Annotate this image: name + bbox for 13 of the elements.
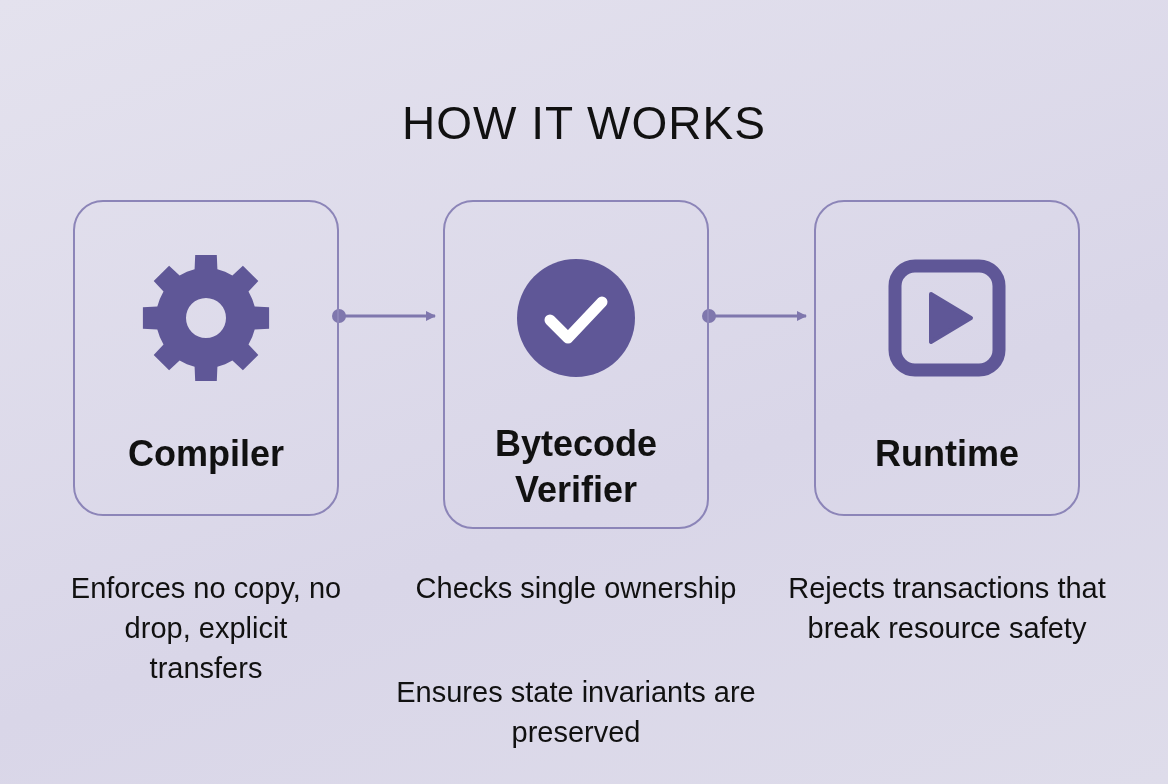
process-box	[814, 200, 1080, 516]
description-text: Checks single ownership	[414, 571, 738, 606]
description-text: Ensures state invariants are preserved	[395, 675, 757, 750]
process-box	[443, 200, 709, 529]
description-text: Enforces no copy, no drop, explicit transfers	[69, 571, 343, 686]
node-label: Compiler	[127, 432, 285, 476]
node-label: Bytecode Verifier	[493, 422, 659, 512]
arrow	[332, 309, 436, 323]
description-text: Rejects transactions that break resource safety	[787, 571, 1107, 646]
arrow	[702, 309, 807, 323]
node-label: Runtime	[874, 432, 1020, 476]
title: HOW IT WORKS	[401, 96, 767, 150]
process-box	[73, 200, 339, 516]
